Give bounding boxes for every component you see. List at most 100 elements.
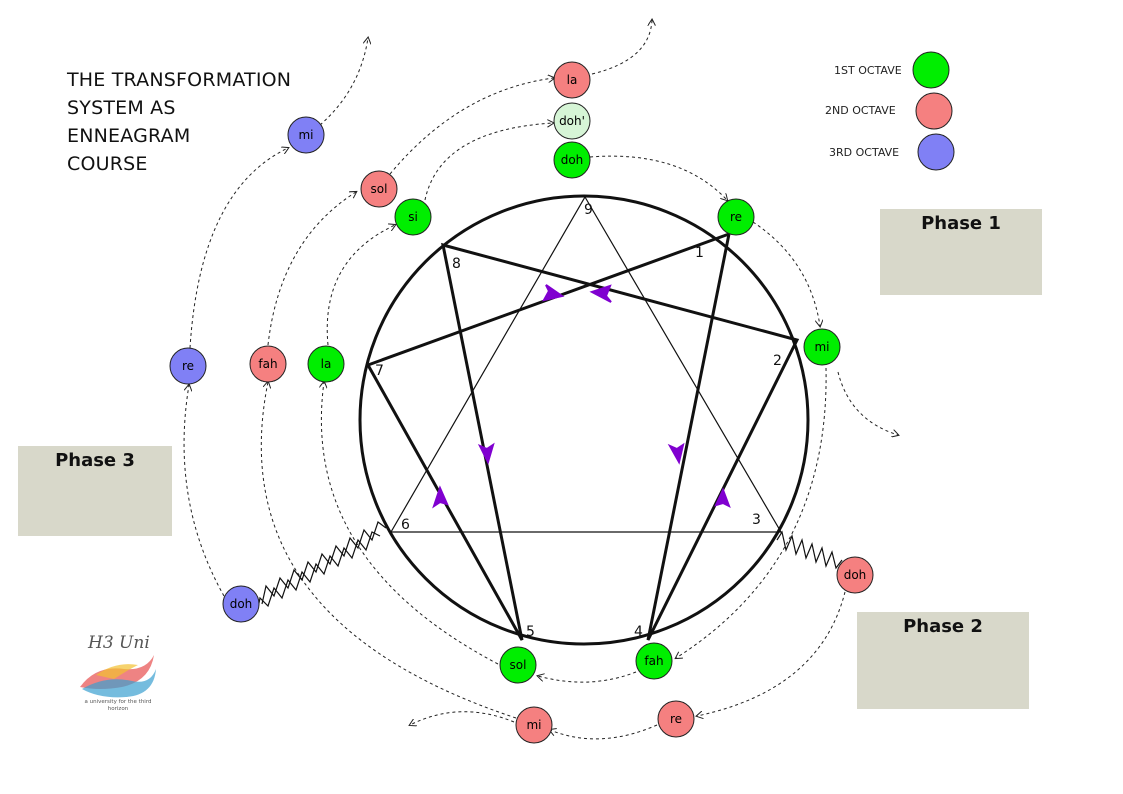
- point-number-9: 9: [584, 202, 593, 218]
- shock-zigzags: [257, 521, 843, 609]
- note-oct2-re: re: [657, 700, 695, 738]
- svg-text:mi: mi: [526, 718, 541, 732]
- connector-paths: [183, 20, 898, 740]
- path-oct1-fah-to-sol: [538, 671, 637, 683]
- inner-triangle: [389, 195, 783, 533]
- svg-text:sol: sol: [371, 182, 388, 196]
- svg-text:la: la: [567, 73, 578, 87]
- svg-text:doh: doh: [230, 597, 253, 611]
- point-number-6: 6: [401, 517, 410, 533]
- svg-text:re: re: [670, 712, 682, 726]
- path-oct1-mi-to-fah: [676, 367, 827, 658]
- note-oct3-doh: doh: [222, 585, 260, 623]
- legend-label-3rd-octave: 3RD OCTAVE: [829, 146, 900, 159]
- diagram-title: THE TRANSFORMATION SYSTEM AS ENNEAGRAM C…: [67, 66, 327, 178]
- arrow-2-to-8: [589, 284, 612, 303]
- path-oct2-sol-to-la: [389, 78, 554, 175]
- path-oct3-mi-branch-out: [319, 38, 368, 126]
- svg-text:re: re: [182, 359, 194, 373]
- octave-1-notes: doh re mi fah sol la si doh': [307, 102, 841, 684]
- path-oct2-mi-branch-out: [410, 711, 515, 725]
- note-oct1-mi: mi: [803, 328, 841, 366]
- legend-label-2nd-octave: 2ND OCTAVE: [825, 104, 896, 117]
- svg-text:si: si: [408, 210, 418, 224]
- phase-1-label: Phase 1: [921, 213, 1001, 234]
- note-oct2-doh: doh: [836, 556, 874, 594]
- note-oct2-la: la: [553, 61, 591, 99]
- point-number-8: 8: [452, 256, 461, 272]
- note-oct2-mi: mi: [515, 706, 553, 744]
- path-oct1-doh-to-re: [589, 155, 727, 200]
- note-oct1-fah: fah: [635, 642, 673, 680]
- svg-text:sol: sol: [510, 658, 527, 672]
- note-oct2-sol: sol: [360, 170, 398, 208]
- legend-swatch-1st-octave: [912, 51, 950, 89]
- note-oct1-si: si: [394, 198, 432, 236]
- title-line-4: COURSE: [67, 153, 148, 175]
- note-oct1-sol: sol: [499, 646, 537, 684]
- logo-graphic: [80, 655, 156, 698]
- logo-subtext: a university for the third horizon: [84, 699, 152, 712]
- svg-text:re: re: [730, 210, 742, 224]
- note-oct2-fah: fah: [249, 345, 287, 383]
- point-number-7: 7: [375, 363, 384, 379]
- point-number-4: 4: [634, 624, 643, 640]
- shock-zigzag-phase-3-b: [257, 531, 381, 609]
- point-numbers: 9 1 2 3 4 5 6 7 8: [375, 202, 782, 640]
- phase-1-box: Phase 1: [880, 209, 1042, 295]
- legend-swatch-2nd-octave: [915, 92, 953, 130]
- title-line-3: ENNEAGRAM: [67, 125, 191, 147]
- note-oct1-re: re: [717, 198, 755, 236]
- path-mi-branch-out: [837, 371, 898, 435]
- legend-label-1st-octave: 1ST OCTAVE: [834, 64, 902, 77]
- arrow-8-to-5: [477, 442, 495, 465]
- path-oct1-si-to-doh-prime: [424, 123, 553, 201]
- octave-3-notes: doh re mi: [169, 116, 325, 623]
- path-oct2-mi-to-fah: [260, 382, 517, 719]
- point-number-5: 5: [526, 624, 535, 640]
- path-oct3-re-to-mi: [189, 148, 288, 349]
- path-oct2-la-branch-out: [591, 20, 652, 75]
- shock-zigzag-phase-2: [776, 530, 843, 570]
- path-oct2-re-to-mi: [550, 724, 658, 740]
- path-oct2-fah-to-sol: [267, 192, 356, 346]
- arrow-4-to-2: [714, 487, 731, 509]
- path-oct2-doh-to-re: [697, 591, 846, 716]
- path-oct3-doh-to-re: [183, 385, 225, 597]
- note-oct3-re: re: [169, 347, 207, 385]
- arrow-1-to-4: [667, 442, 685, 465]
- phase-2-label: Phase 2: [903, 616, 983, 637]
- point-number-2: 2: [773, 353, 782, 369]
- svg-text:mi: mi: [814, 340, 829, 354]
- arrow-7-to-1: [542, 284, 565, 302]
- logo-text: H3 Uni: [88, 633, 150, 653]
- svg-text:la: la: [321, 357, 332, 371]
- legend-swatch-3rd-octave: [917, 133, 955, 171]
- h3-uni-logo: H3 Uni a university for the third horizo…: [66, 625, 164, 723]
- path-oct1-la-to-si: [326, 225, 395, 346]
- title-line-2: SYSTEM AS: [67, 97, 176, 119]
- hexad-figure: [365, 232, 800, 641]
- shock-zigzag-phase-3-a: [261, 521, 387, 605]
- point-number-1: 1: [695, 245, 704, 261]
- arrow-5-to-7: [432, 485, 449, 509]
- svg-text:fah: fah: [258, 357, 277, 371]
- svg-text:doh': doh': [559, 114, 585, 128]
- note-oct1-doh: doh: [553, 141, 591, 179]
- path-oct1-sol-to-la: [321, 382, 499, 665]
- svg-text:doh: doh: [561, 153, 584, 167]
- point-number-3: 3: [752, 512, 761, 528]
- svg-text:doh: doh: [844, 568, 867, 582]
- phase-3-label: Phase 3: [55, 450, 135, 471]
- phase-3-box: Phase 3: [18, 446, 172, 536]
- svg-text:fah: fah: [644, 654, 663, 668]
- title-line-1: THE TRANSFORMATION: [67, 69, 292, 91]
- phase-2-box: Phase 2: [857, 612, 1029, 709]
- octave-2-notes: doh re mi fah sol la: [249, 61, 874, 744]
- direction-arrows: [432, 284, 731, 509]
- path-oct1-re-to-mi: [752, 221, 820, 326]
- note-oct3-mi: mi: [287, 116, 325, 154]
- enneagram-circle: [358, 194, 810, 646]
- svg-text:mi: mi: [298, 128, 313, 142]
